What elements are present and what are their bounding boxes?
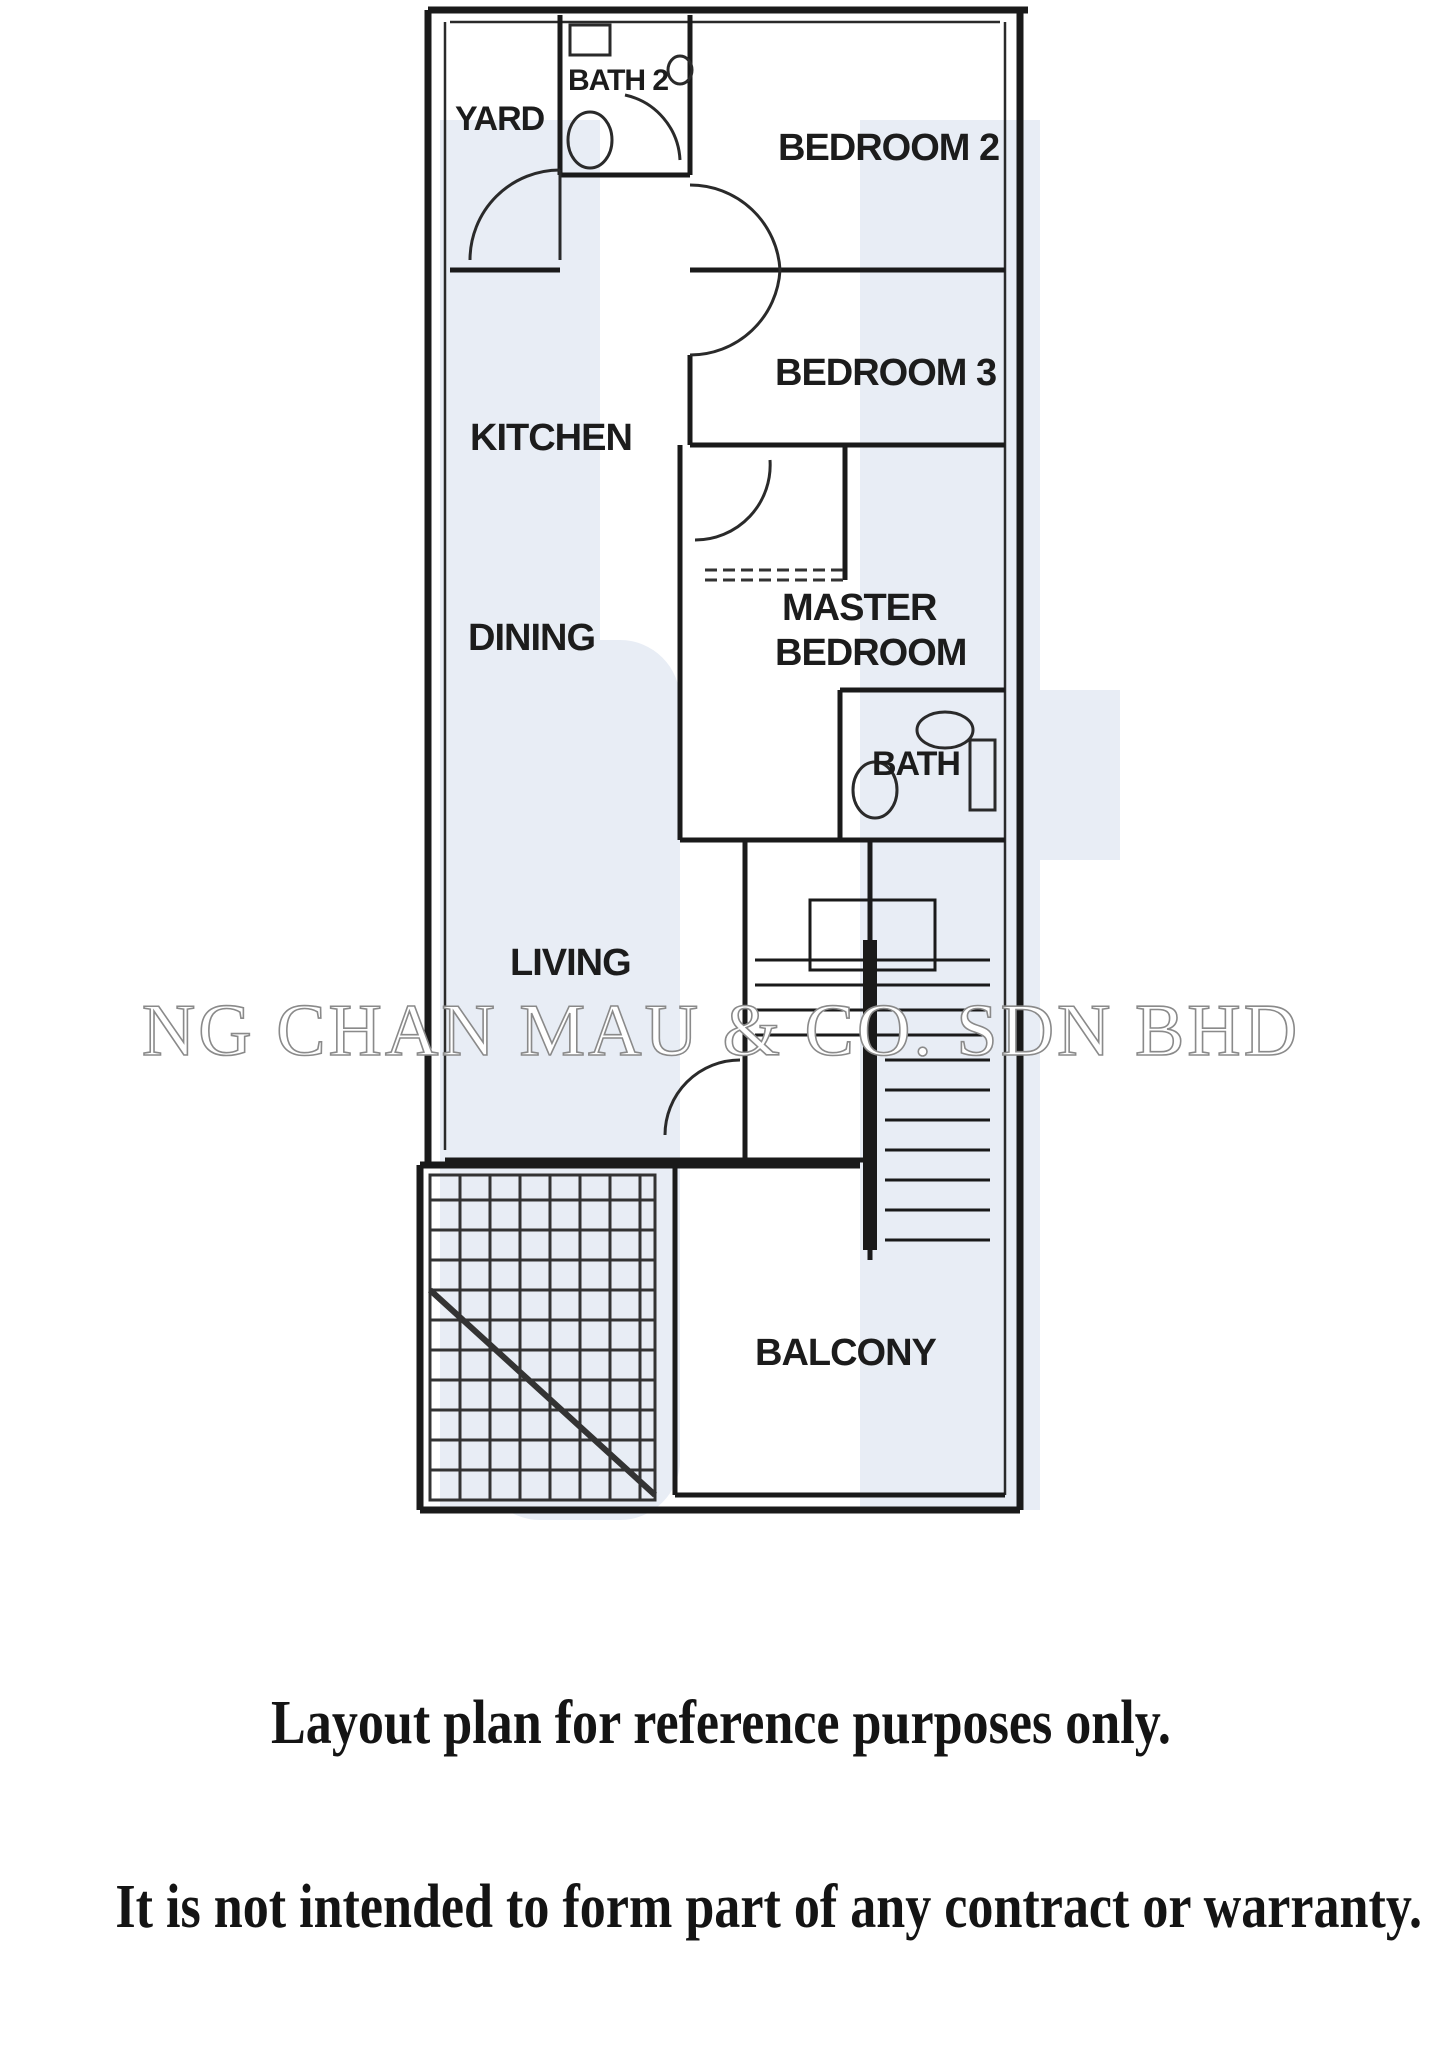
label-balcony: BALCONY [755,1332,937,1374]
label-kitchen: KITCHEN [470,417,632,459]
label-yard: YARD [455,100,545,138]
disclaimer-line-2: It is not intended to form part of any c… [115,1873,1423,1941]
bath-fixtures [566,23,997,820]
label-bedroom3: BEDROOM 3 [775,352,996,394]
background-logo [440,120,1120,1520]
disclaimer-line-1: Layout plan for reference purposes only. [271,1689,1171,1757]
label-bedroom2: BEDROOM 2 [778,127,999,169]
staircase [755,898,990,1250]
label-bath2: BATH 2 [568,64,668,97]
label-master-line1: MASTER [782,587,937,629]
label-master-line2: BEDROOM [775,632,966,674]
outer-walls [416,6,1028,1514]
door-swings [468,93,782,1136]
label-bath: BATH [872,745,960,783]
label-dining: DINING [468,617,595,659]
wardrobe [705,568,845,582]
label-living: LIVING [510,942,631,984]
watermark: NG CHAN MAU & CO. SDN BHD [142,990,1300,1072]
tiled-area [427,1173,658,1502]
